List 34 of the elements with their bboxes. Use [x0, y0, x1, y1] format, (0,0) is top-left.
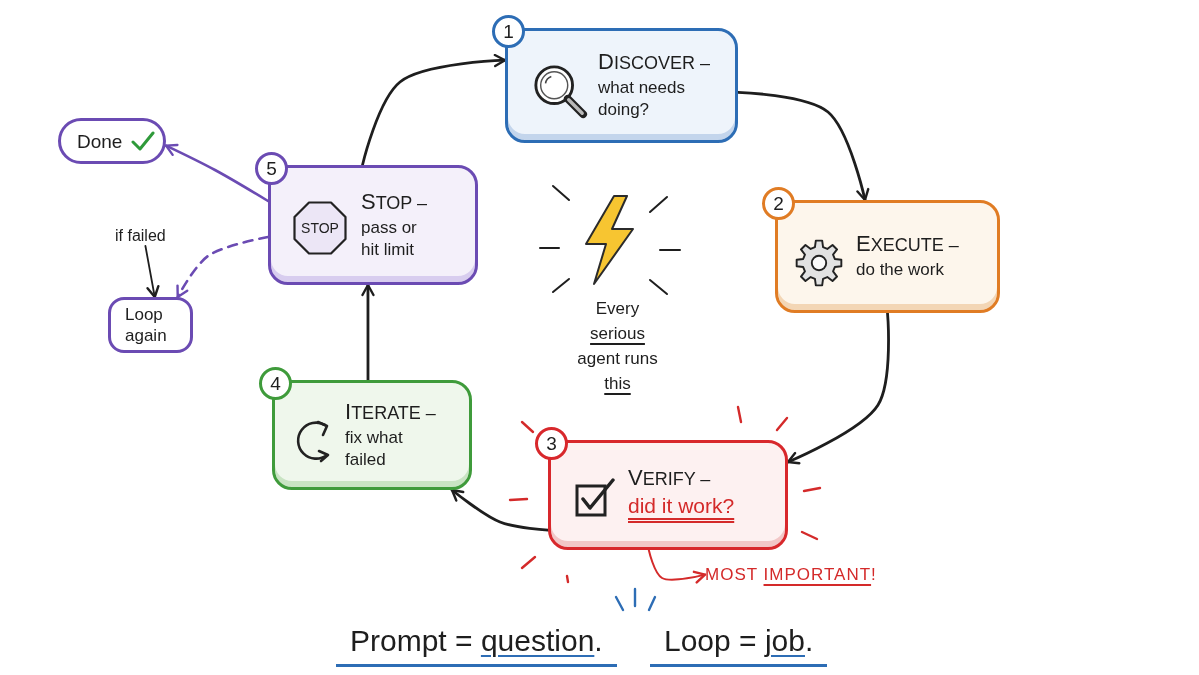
- arrow: [450, 488, 550, 532]
- step-description: do the work: [856, 259, 945, 281]
- step-number: 3: [535, 427, 568, 460]
- outcome-box: [108, 297, 193, 353]
- arrow: [647, 549, 707, 584]
- arrow: [144, 245, 160, 299]
- outcome-label: Loop again: [125, 304, 168, 346]
- annotation-text: MOST IMPORTANT!: [705, 564, 877, 586]
- arrow: [361, 53, 507, 167]
- annotation-text: if failed: [115, 226, 166, 246]
- sign-text: STOP: [301, 220, 339, 236]
- summary-text: Loop = job.: [650, 622, 828, 667]
- step-title: ITERATE –: [345, 399, 436, 425]
- step-number: 2: [762, 187, 795, 220]
- step-description: fix what failed: [345, 426, 404, 471]
- tagline-text: Every serious agent runs this: [576, 298, 659, 395]
- step-number: 5: [255, 152, 288, 185]
- summary-text: Prompt = question.: [336, 622, 617, 667]
- step-title: VERIFY –: [628, 465, 711, 491]
- arrow: [164, 143, 270, 203]
- arrow: [361, 283, 375, 382]
- arrow: [736, 91, 870, 202]
- step-number: 1: [492, 15, 525, 48]
- dashed-arrow: [176, 235, 270, 299]
- outcome-box: [58, 118, 166, 164]
- step-title: DISCOVER –: [598, 50, 710, 75]
- step-title: EXECUTE –: [856, 232, 959, 257]
- step-description: did it work?: [628, 492, 736, 519]
- step-description: pass or hit limit: [361, 216, 418, 261]
- step-description: what needs doing?: [598, 77, 686, 121]
- outcome-label: Done: [77, 130, 123, 152]
- arrow: [786, 311, 890, 465]
- step-title: STOP –: [361, 189, 428, 215]
- step-number: 4: [259, 367, 292, 400]
